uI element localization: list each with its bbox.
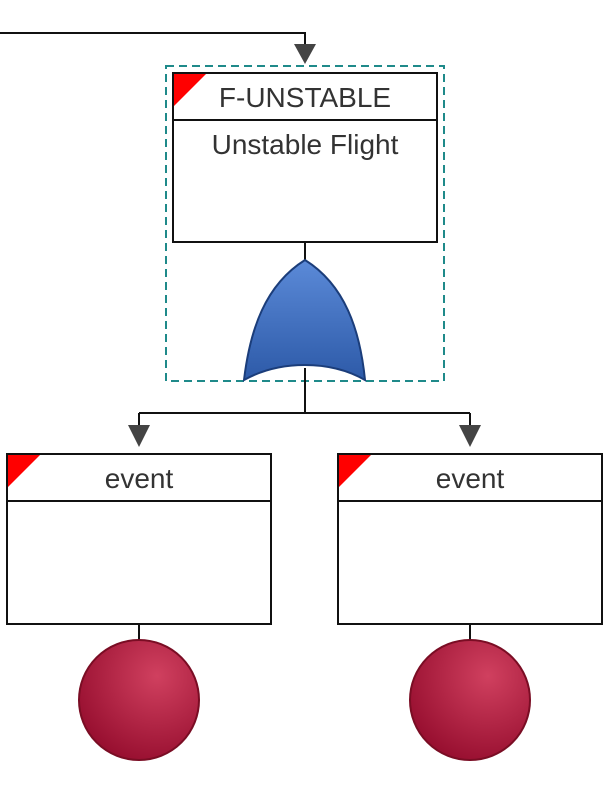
- child-right-arrow-head: [459, 425, 481, 447]
- incoming-connector[interactable]: [0, 32, 306, 47]
- gate-output-connector: [138, 368, 471, 427]
- child-left-arrow-head: [128, 425, 150, 447]
- top-event-header: F-UNSTABLE: [174, 74, 436, 121]
- basic-event-left-icon[interactable]: [78, 639, 200, 761]
- basic-event-right-icon[interactable]: [409, 639, 531, 761]
- child-event-label-right: event: [435, 463, 505, 494]
- child-event-box-right[interactable]: event: [337, 453, 603, 625]
- child-event-description-left: [8, 502, 270, 510]
- incoming-arrow-head: [294, 44, 316, 64]
- top-event-box[interactable]: F-UNSTABLE Unstable Flight: [172, 72, 438, 243]
- child-event-header-right: event: [339, 455, 601, 502]
- top-event-description: Unstable Flight: [211, 129, 399, 160]
- child-event-label-left: event: [104, 463, 174, 494]
- child-right-flag-icon: [339, 455, 371, 487]
- or-gate-icon[interactable]: [242, 258, 367, 382]
- top-event-id-label: F-UNSTABLE: [218, 82, 392, 113]
- child-event-box-left[interactable]: event: [6, 453, 272, 625]
- child-left-flag-icon: [8, 455, 40, 487]
- child-event-description-right: [339, 502, 601, 510]
- top-event-flag-icon: [174, 74, 206, 106]
- child-event-header-left: event: [8, 455, 270, 502]
